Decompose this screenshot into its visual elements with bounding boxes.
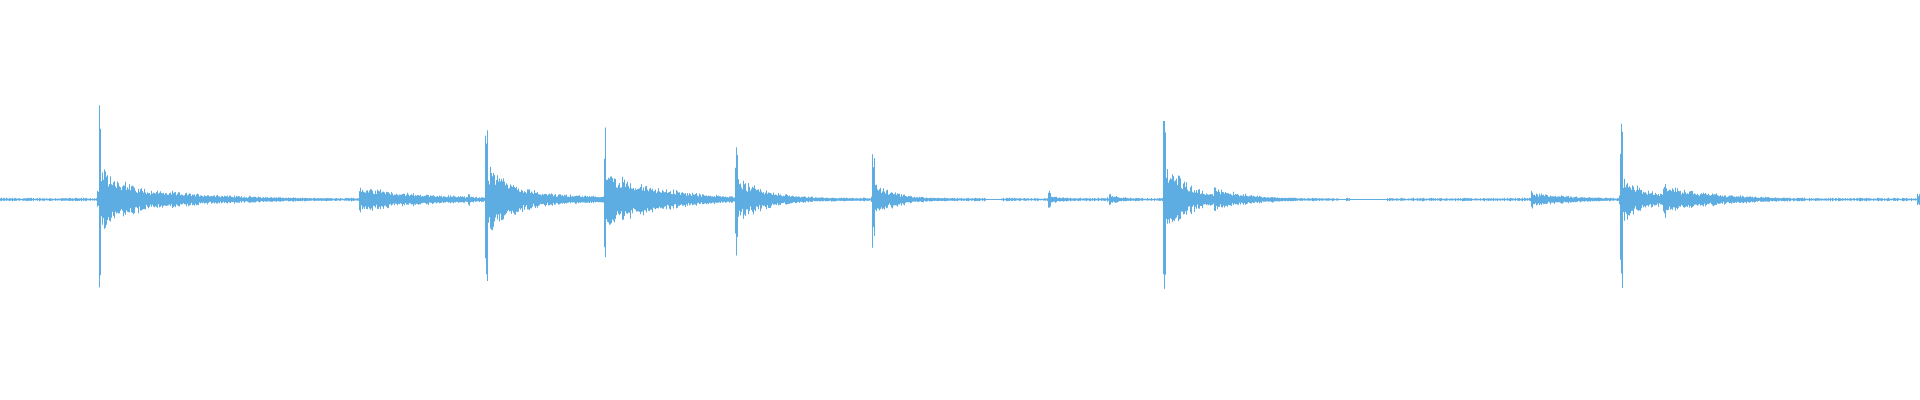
waveform-graphic (0, 105, 1920, 289)
